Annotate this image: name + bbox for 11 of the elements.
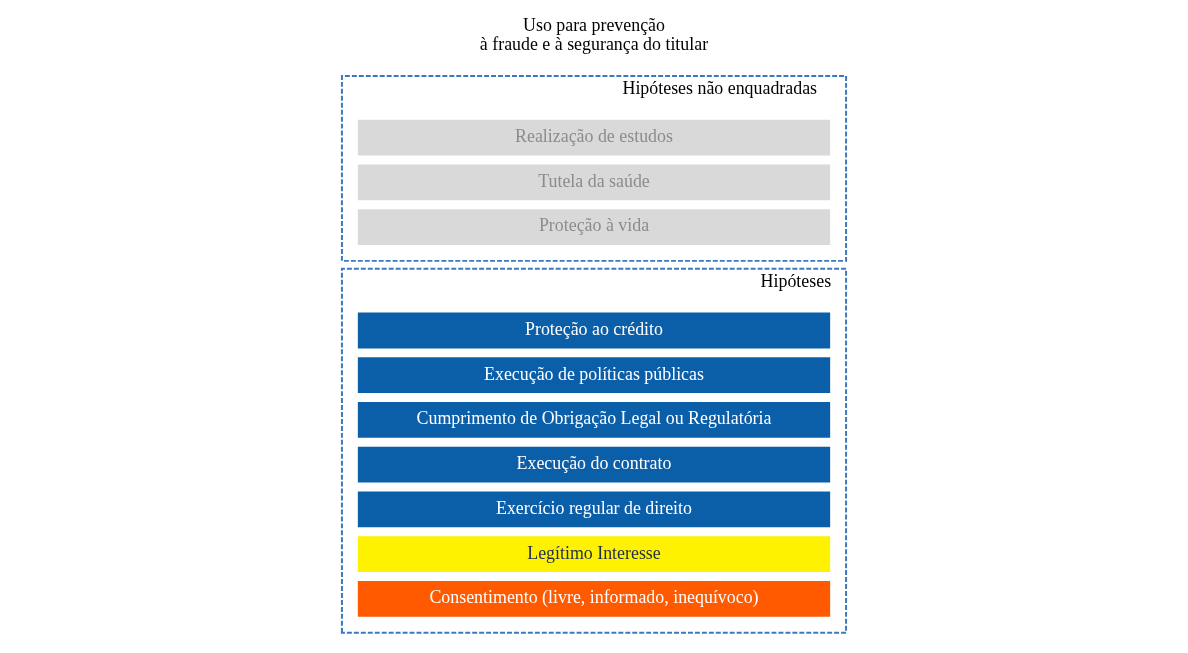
- label: Uso para prevenção à fraude e à segurança do titular: [479, 14, 709, 55]
- node-box: Consentimento (livre, informado, inequívoco): [357, 581, 831, 617]
- node-box: Cumprimento de Obrigação Legal ou Regulatória: [357, 402, 831, 438]
- node-box: Proteção à vida: [357, 209, 831, 245]
- node-box: Realização de estudos: [357, 119, 831, 156]
- node-box: Proteção ao crédito: [357, 312, 831, 349]
- node-box: Tutela da saúde: [357, 164, 831, 201]
- node-box: Legítimo Interesse: [357, 536, 831, 573]
- node-box: Execução de políticas públicas: [357, 357, 831, 394]
- node-box: Execução do contrato: [357, 446, 831, 483]
- node-box: Exercício regular de direito: [357, 491, 831, 528]
